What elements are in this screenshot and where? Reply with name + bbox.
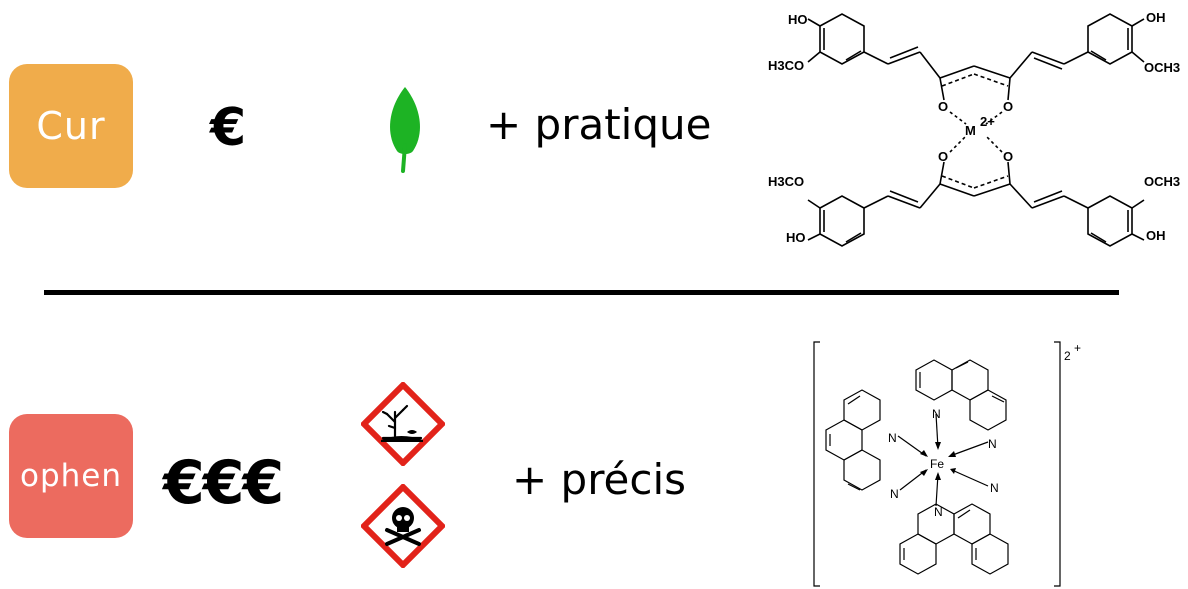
curcumin-metal-complex-structure: HO OH H3CO OCH3 O O M 2+ O O H3CO OCH3 H… <box>768 10 1180 247</box>
iron-phenanthroline-complex-structure: N N N N N N Fe 2 + <box>813 341 1081 587</box>
label-nitrogen-6: N <box>990 481 999 495</box>
label-nitrogen-1: N <box>932 407 941 421</box>
label-oxygen-2: O <box>1003 99 1013 114</box>
label-oh-top-right: OH <box>1146 10 1166 25</box>
label-oxygen-3: O <box>938 149 948 164</box>
label-ho-bottom-left: HO <box>786 230 806 245</box>
label-iron: Fe <box>930 457 944 471</box>
label-nitrogen-2: N <box>988 437 997 451</box>
toxic-skull-icon <box>361 484 445 568</box>
label-nitrogen-5: N <box>934 505 943 519</box>
label-metal: M <box>965 123 976 138</box>
label-och3-right-1: OCH3 <box>1144 60 1180 75</box>
label-metal-charge: 2+ <box>980 114 995 129</box>
label-nitrogen-4: N <box>890 487 899 501</box>
curcumin-badge: Cur <box>9 64 133 188</box>
phenanthroline-badge: ophen <box>9 414 133 538</box>
environment-hazard-icon <box>361 382 445 466</box>
label-oxygen-4: O <box>1003 149 1013 164</box>
cost-low: € <box>210 98 247 158</box>
label-complex-charge: 2 <box>1064 349 1071 363</box>
row-divider <box>44 290 1119 295</box>
label-ho-top-left: HO <box>788 12 808 27</box>
cost-high: €€€ <box>163 448 284 518</box>
label-och3-right-2: OCH3 <box>1144 174 1180 189</box>
green-leaf-icon <box>390 87 420 173</box>
label-nitrogen-3: N <box>888 431 897 445</box>
label-oh-bottom-right: OH <box>1146 228 1166 243</box>
advantage-precise: + précis <box>512 455 687 504</box>
label-complex-charge-sign: + <box>1074 341 1081 355</box>
label-oxygen-1: O <box>938 99 948 114</box>
advantage-practical: + pratique <box>486 100 712 149</box>
label-h3co-left-2: H3CO <box>768 174 804 189</box>
label-h3co-left-1: H3CO <box>768 58 804 73</box>
